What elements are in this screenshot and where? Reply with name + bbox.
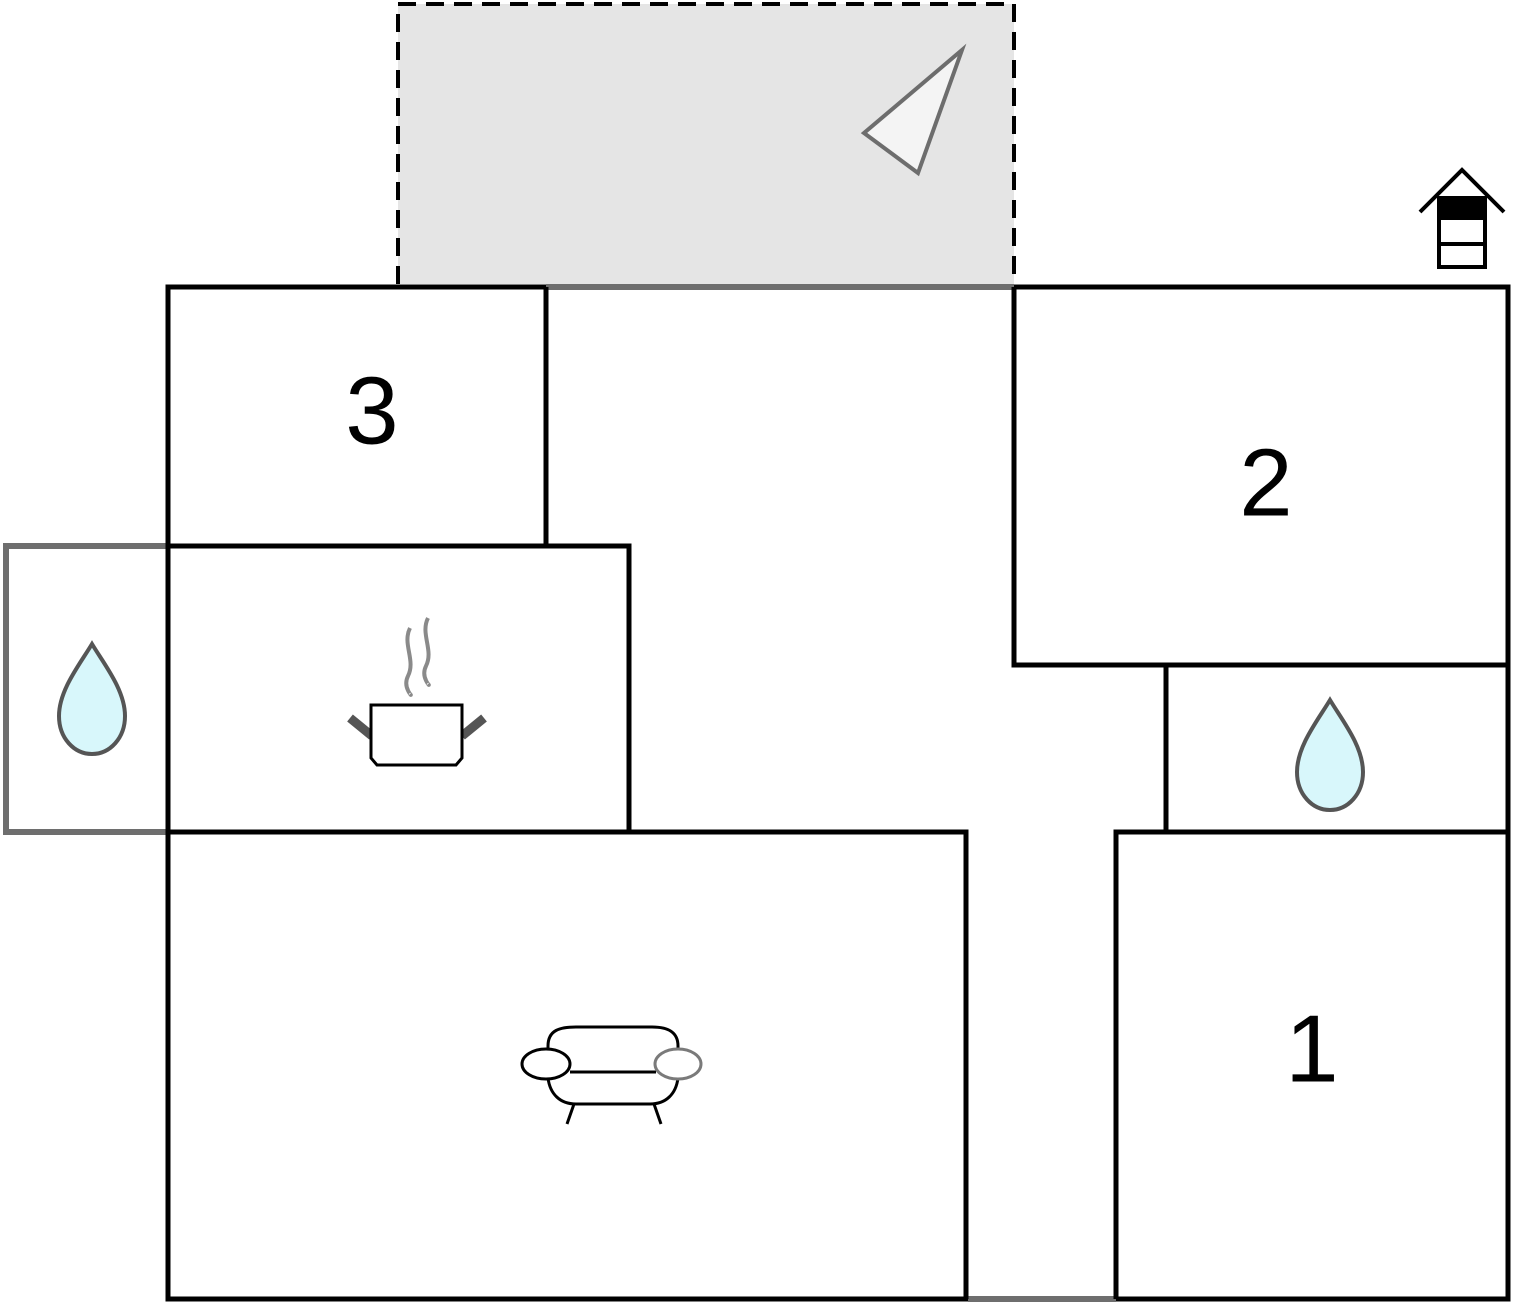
room-number-2: 2	[1239, 429, 1292, 536]
water-drop-icon	[1294, 696, 1366, 813]
water-drop-icon	[56, 640, 128, 757]
walls	[165, 284, 1511, 1302]
bedroom-2: 2	[1239, 429, 1292, 536]
sofa-icon	[520, 1025, 703, 1125]
room-number-3: 3	[345, 357, 398, 464]
cooking-pot-icon	[347, 617, 487, 767]
room-number-1: 1	[1285, 995, 1338, 1102]
triangle-icon	[860, 43, 967, 177]
house-entrance-icon	[1418, 167, 1506, 269]
bedroom-3: 3	[345, 357, 398, 464]
exterior-wall	[3, 284, 1116, 1302]
terrace	[396, 2, 1016, 284]
bedroom-1: 1	[1285, 995, 1338, 1102]
